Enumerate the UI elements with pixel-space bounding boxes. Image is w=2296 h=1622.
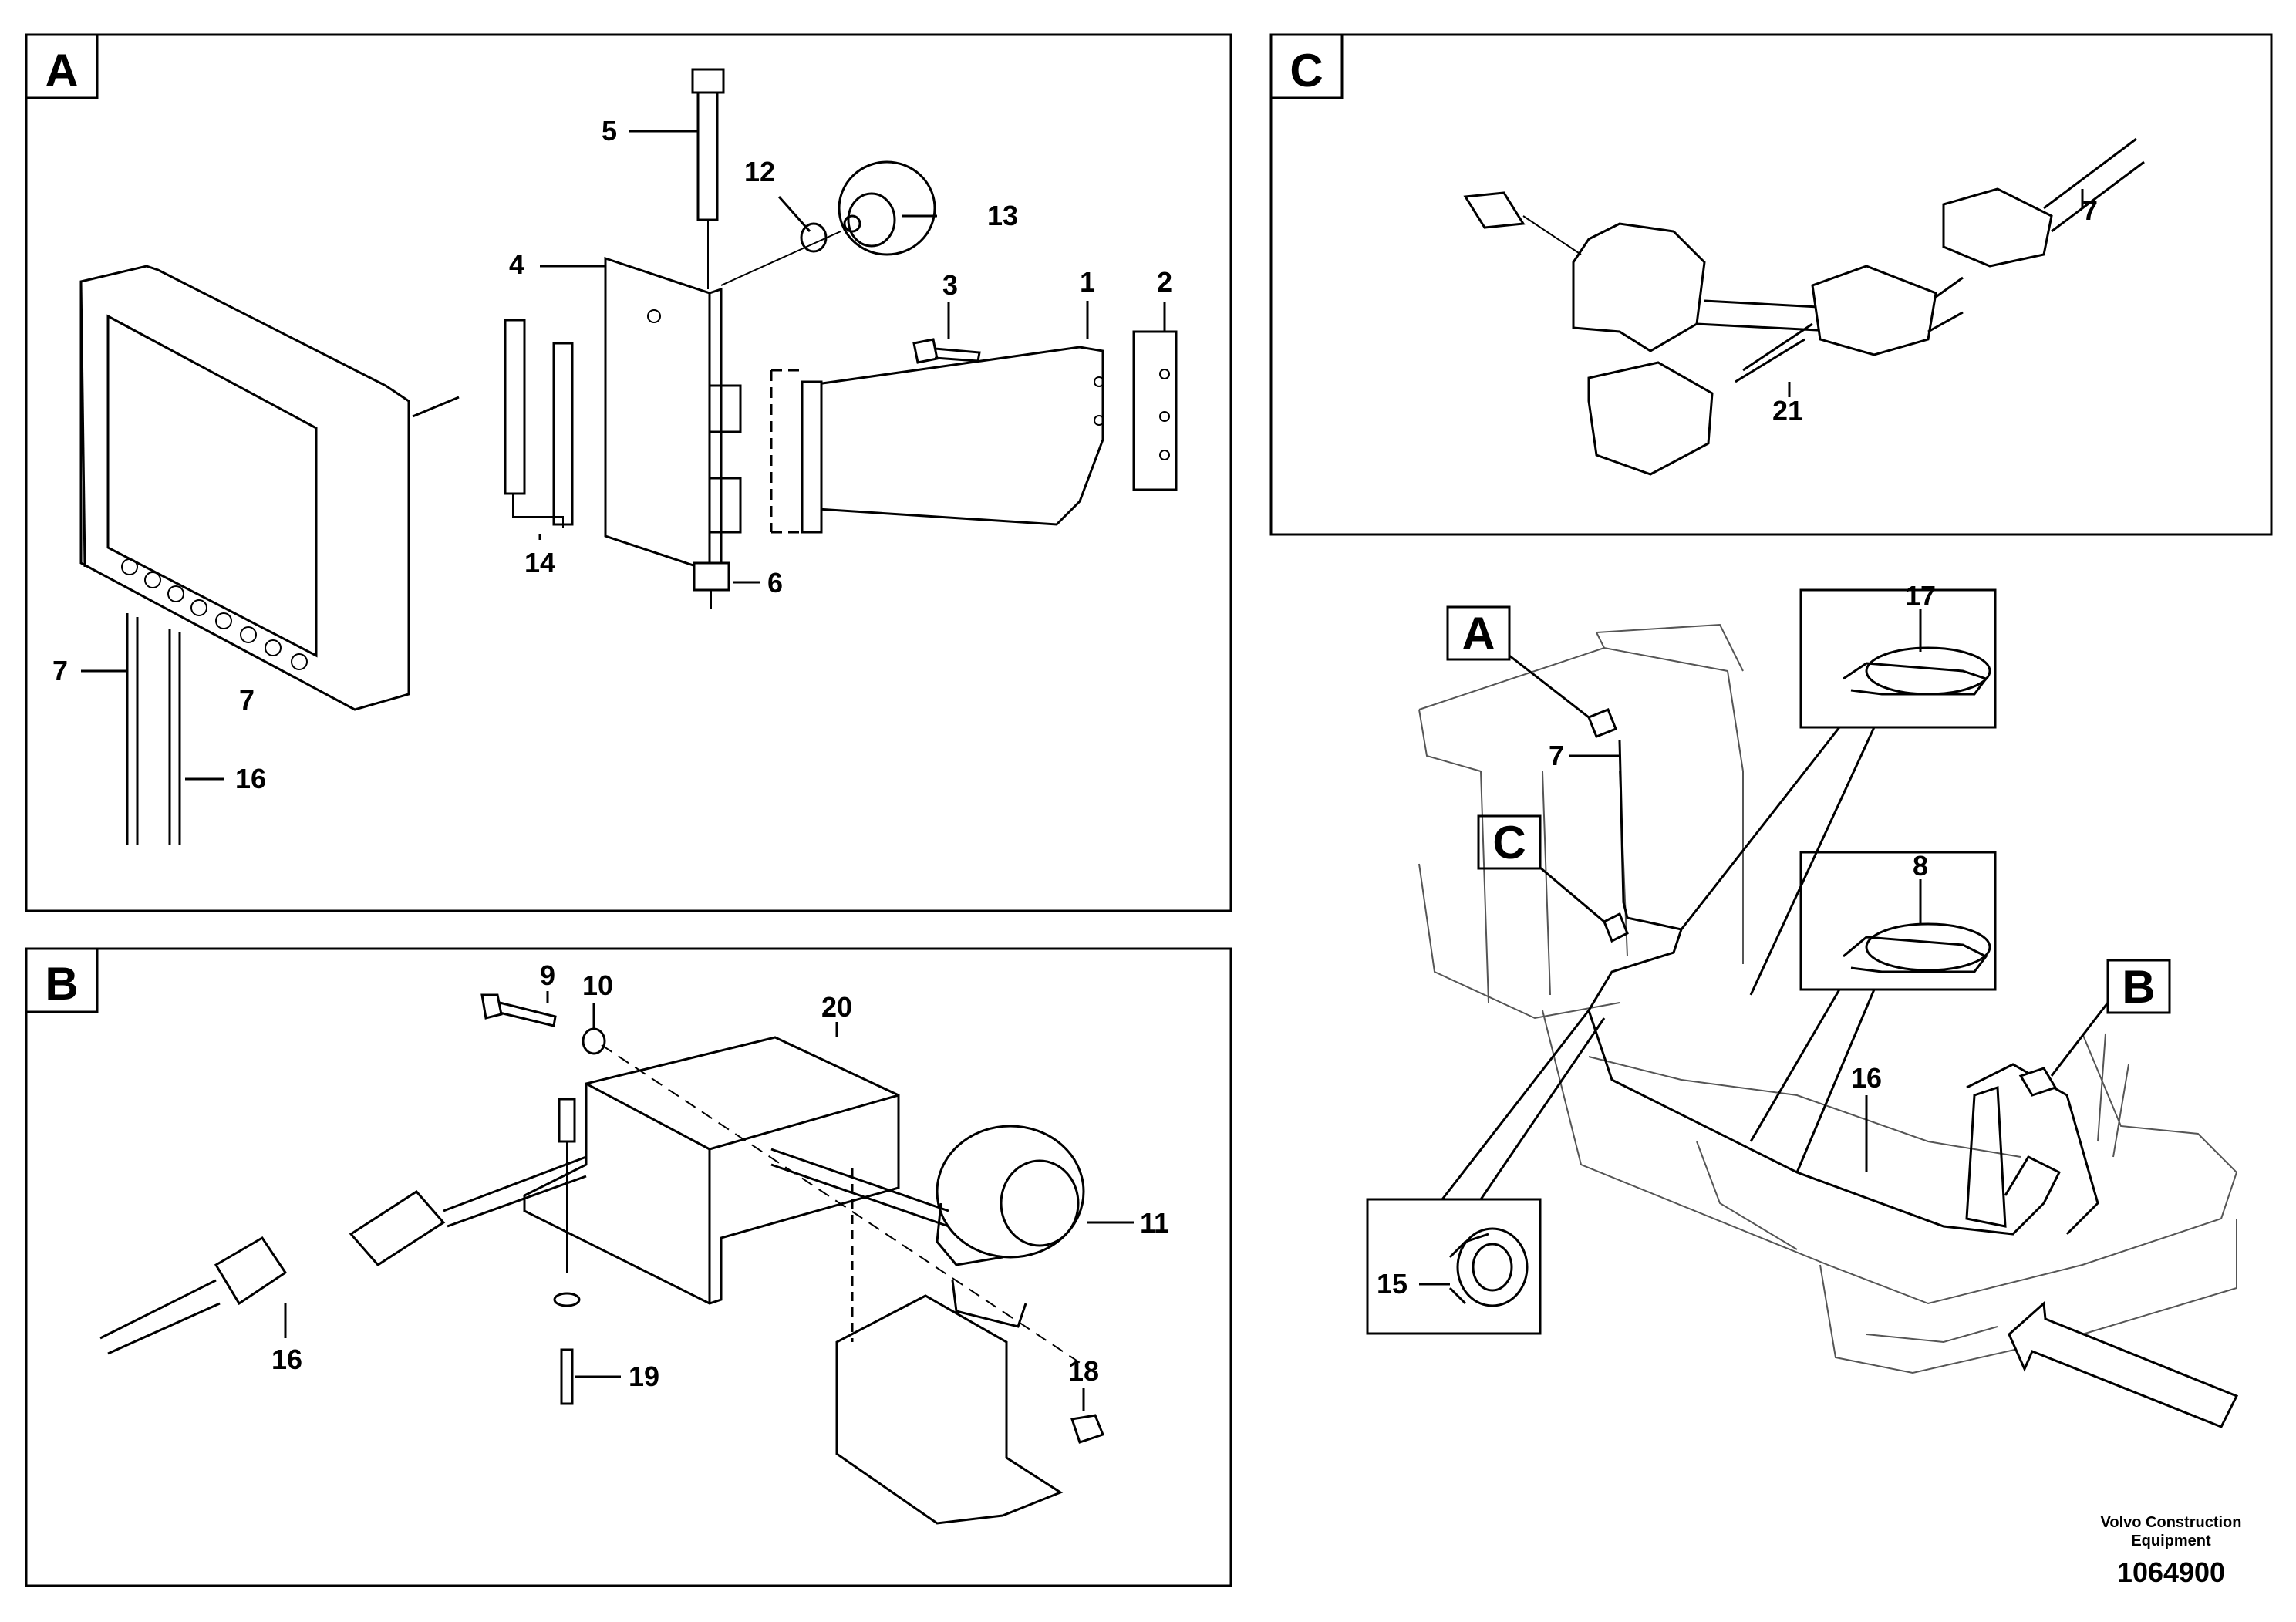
callout-16-overview: 16 [1851,1062,1882,1094]
monitor-cables [126,613,181,845]
connector-plug [214,1236,288,1306]
brand-line-1: Volvo Construction [2100,1514,2242,1531]
panel-b: B [25,947,1232,1587]
callout-7-left: 7 [52,655,68,686]
panel-b-frame [25,947,1232,1587]
cable-16 [99,1279,221,1355]
panel-a-tag: A [45,45,78,96]
callout-10: 10 [582,969,613,1001]
wiring-harness [1587,740,2062,1236]
overview-tag-a: A [1462,608,1495,659]
connector-socket [349,1190,446,1266]
view-direction-arrow [2008,1300,2239,1428]
monitor-stud [412,396,460,418]
callout-17: 17 [1905,580,1936,612]
spacer-strips [504,319,574,526]
panel-a-frame [25,33,1232,912]
harness-connectors [1463,137,2145,476]
callout-7-right: 7 [239,684,255,716]
panel-a-tag-box [25,33,99,99]
cover-bracket [523,1036,900,1305]
bolt-upper [558,1098,576,1143]
callout-14: 14 [524,547,555,578]
overview-tag-c: C [1492,817,1526,868]
callout-16: 16 [271,1344,302,1375]
callout-3: 3 [942,269,958,301]
detail-box-8 [1799,851,1997,991]
callout-4: 4 [509,248,524,280]
overview-tag-c-box [1477,814,1542,870]
work-lamp [936,1125,1085,1328]
panel-c-tag: C [1290,45,1323,96]
spacer-block [1132,330,1178,491]
nut-18 [1070,1414,1104,1444]
washer-10 [582,1027,606,1055]
callout-7-overview: 7 [1549,740,1564,771]
callout-13: 13 [987,200,1018,231]
callout-20: 20 [821,991,852,1023]
nut-6 [693,561,730,592]
grommet-15 [1456,1227,1529,1307]
lower-bracket [835,1294,1064,1525]
panel-c: C 7 21 [1269,33,2273,536]
mount-plate [604,256,711,573]
callout-18: 18 [1068,1355,1099,1387]
callout-21: 21 [1772,395,1803,427]
panel-b-tag: B [45,958,78,1010]
callout-16: 16 [235,763,266,794]
detail-box-15 [1366,1198,1542,1335]
knob-13 [838,160,936,256]
panel-b-tag-box [25,947,99,1013]
callout-5: 5 [602,115,617,147]
document-number: 1064900 [2116,1556,2226,1588]
bolt-3 [912,338,939,364]
bolt-19 [560,1348,574,1405]
callout-7: 7 [2082,194,2098,226]
callout-6: 6 [767,567,783,599]
overview-tag-b-box [2106,959,2171,1014]
machine-overview: A C B 17 8 15 7 16 [1366,580,2239,1428]
overview-tag-b: B [2122,961,2155,1013]
brand-name: Volvo Construction Equipment [2082,1513,2260,1550]
panel-a: A [25,33,1232,912]
bolt-9 [480,993,503,1020]
overview-tag-a-box [1446,605,1511,661]
mount-arm [804,346,1104,526]
callout-2: 2 [1157,266,1172,298]
callout-8: 8 [1913,850,1928,882]
callout-11: 11 [1140,1207,1169,1239]
panel-c-tag-box [1269,33,1344,99]
machine-outline [1418,623,2238,1374]
detail-box-17 [1799,588,1997,729]
bolt-5 [691,68,725,94]
lamp-ring [1965,1063,2099,1236]
callout-19: 19 [629,1361,659,1392]
callout-15: 15 [1377,1268,1408,1300]
callout-12: 12 [744,156,775,187]
brand-line-2: Equipment [2131,1533,2211,1549]
monitor-display [79,265,410,711]
callout-9: 9 [540,959,555,991]
callout-1: 1 [1080,266,1095,298]
panel-c-frame [1269,33,2273,536]
